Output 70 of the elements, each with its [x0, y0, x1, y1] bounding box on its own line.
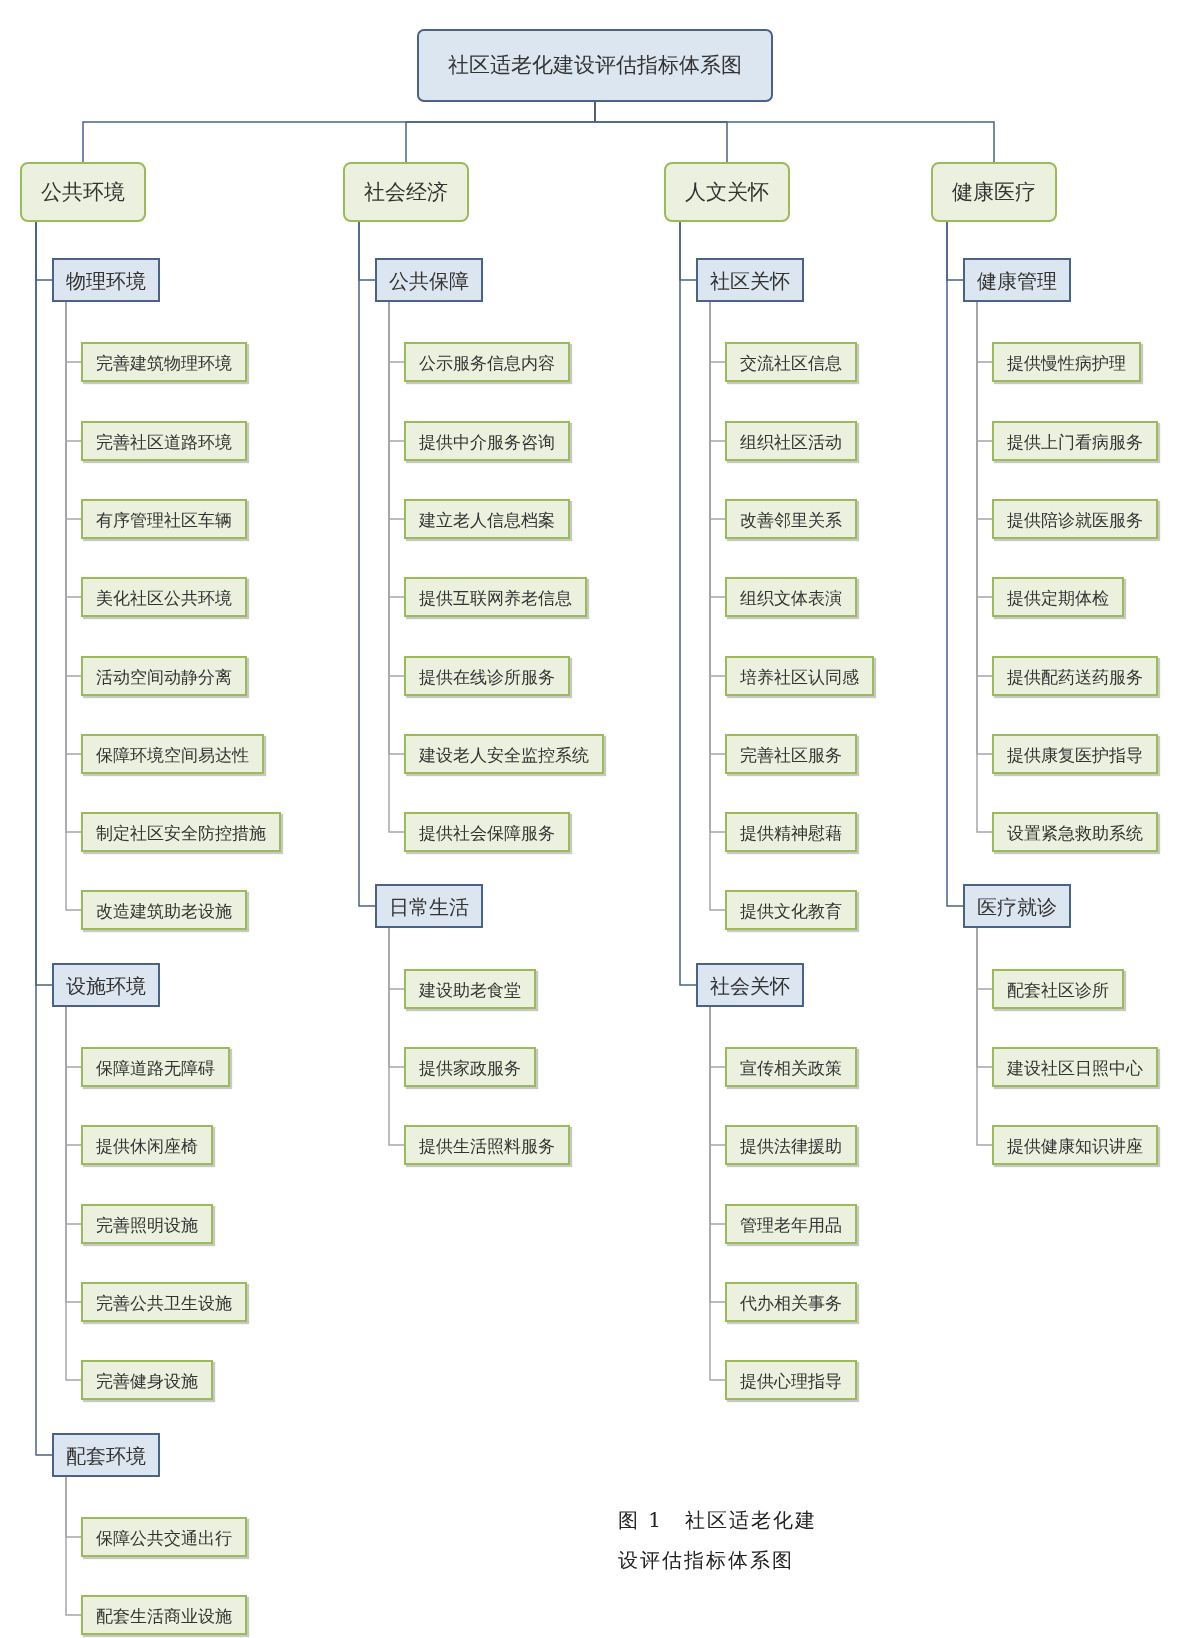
indicator-box: 设置紧急救助系统	[992, 812, 1158, 852]
indicator-box: 公示服务信息内容	[404, 342, 570, 382]
subcategory-box: 配套环境	[52, 1433, 160, 1477]
subcategory-box: 设施环境	[52, 963, 160, 1007]
indicator-box: 完善公共卫生设施	[81, 1282, 247, 1322]
indicator-box: 完善健身设施	[81, 1360, 213, 1400]
connector-line	[388, 927, 405, 1146]
figure-caption: 图 1 社区适老化建设评估指标体系图	[618, 1507, 819, 1574]
indicator-box: 组织社区活动	[725, 421, 857, 461]
indicator-box: 完善建筑物理环境	[81, 342, 247, 382]
indicator-box: 美化社区公共环境	[81, 577, 247, 617]
indicator-box: 保障公共交通出行	[81, 1517, 247, 1557]
indicator-box: 提供互联网养老信息	[404, 577, 587, 617]
category-box: 社会经济	[343, 162, 469, 222]
indicator-box: 提供家政服务	[404, 1047, 536, 1087]
indicator-box: 提供生活照料服务	[404, 1125, 570, 1165]
connector-line	[65, 1476, 82, 1616]
indicator-box: 提供在线诊所服务	[404, 656, 570, 696]
subcategory-box: 公共保障	[375, 258, 483, 302]
indicator-box: 提供慢性病护理	[992, 342, 1141, 382]
indicator-box: 提供精神慰藉	[725, 812, 857, 852]
connector-line	[35, 221, 53, 1456]
indicator-box: 提供上门看病服务	[992, 421, 1158, 461]
indicator-box: 完善社区道路环境	[81, 421, 247, 461]
indicator-box: 管理老年用品	[725, 1204, 857, 1244]
indicator-box: 建立老人信息档案	[404, 499, 570, 539]
indicator-box: 建设助老食堂	[404, 969, 536, 1009]
subcategory-box: 社区关怀	[696, 258, 804, 302]
indicator-box: 交流社区信息	[725, 342, 857, 382]
indicator-box: 提供法律援助	[725, 1125, 857, 1165]
subcategory-box: 物理环境	[52, 258, 160, 302]
subcategory-box: 日常生活	[375, 884, 483, 928]
indicator-box: 宣传相关政策	[725, 1047, 857, 1087]
indicator-box: 提供康复医护指导	[992, 734, 1158, 774]
indicator-box: 提供陪诊就医服务	[992, 499, 1158, 539]
indicator-box: 建设社区日照中心	[992, 1047, 1158, 1087]
indicator-box: 配套社区诊所	[992, 969, 1124, 1009]
connector-line	[946, 221, 964, 907]
subcategory-box: 健康管理	[963, 258, 1071, 302]
root-box: 社区适老化建设评估指标体系图	[417, 29, 773, 102]
category-box: 健康医疗	[931, 162, 1057, 222]
indicator-box: 建设老人安全监控系统	[404, 734, 604, 774]
indicator-box: 提供定期体检	[992, 577, 1124, 617]
indicator-box: 培养社区认同感	[725, 656, 874, 696]
indicator-box: 提供心理指导	[725, 1360, 857, 1400]
indicator-box: 有序管理社区车辆	[81, 499, 247, 539]
category-box: 人文关怀	[664, 162, 790, 222]
connector-line	[679, 221, 697, 986]
subcategory-box: 社会关怀	[696, 963, 804, 1007]
category-box: 公共环境	[20, 162, 146, 222]
indicator-box: 改善邻里关系	[725, 499, 857, 539]
indicator-box: 完善照明设施	[81, 1204, 213, 1244]
indicator-box: 配套生活商业设施	[81, 1595, 247, 1635]
indicator-box: 保障环境空间易达性	[81, 734, 264, 774]
indicator-box: 代办相关事务	[725, 1282, 857, 1322]
indicator-box: 提供休闲座椅	[81, 1125, 213, 1165]
indicator-box: 改造建筑助老设施	[81, 890, 247, 930]
connector-line	[976, 927, 993, 1146]
indicator-box: 完善社区服务	[725, 734, 857, 774]
indicator-box: 保障道路无障碍	[81, 1047, 230, 1087]
indicator-box: 提供社会保障服务	[404, 812, 570, 852]
indicator-box: 提供中介服务咨询	[404, 421, 570, 461]
indicator-box: 制定社区安全防控措施	[81, 812, 281, 852]
subcategory-box: 医疗就诊	[963, 884, 1071, 928]
indicator-box: 提供健康知识讲座	[992, 1125, 1158, 1165]
indicator-box: 活动空间动静分离	[81, 656, 247, 696]
indicator-box: 提供配药送药服务	[992, 656, 1158, 696]
connector-line	[358, 221, 376, 907]
indicator-box: 提供文化教育	[725, 890, 857, 930]
indicator-box: 组织文体表演	[725, 577, 857, 617]
